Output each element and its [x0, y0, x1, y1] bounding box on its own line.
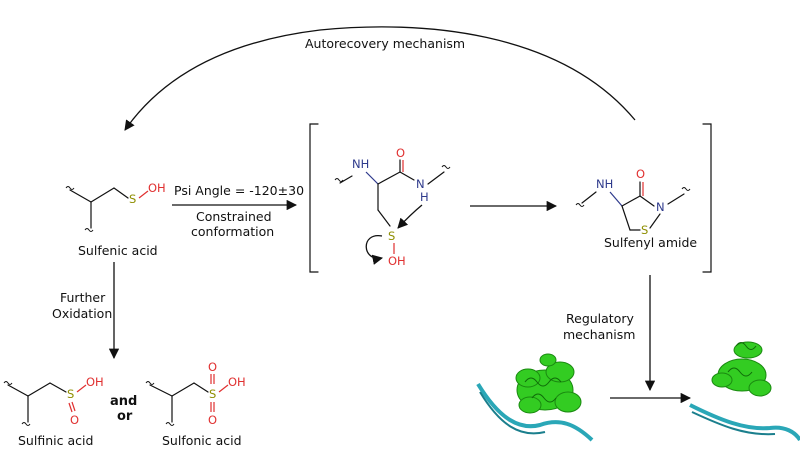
sulfenyl-amide-structure: NH O N S — [575, 167, 691, 237]
further-label: Further — [60, 290, 106, 305]
or-label: or — [117, 409, 133, 424]
svg-text:S: S — [209, 387, 216, 401]
svg-text:O: O — [208, 413, 217, 427]
and-label: and — [110, 394, 137, 409]
protein-dna-bound-image — [476, 353, 594, 442]
conformation-label: conformation — [191, 224, 274, 239]
svg-text:H: H — [420, 190, 429, 204]
svg-text:O: O — [636, 167, 645, 181]
svg-text:O: O — [208, 360, 217, 374]
autorecovery-label: Autorecovery mechanism — [305, 36, 465, 51]
sulfenic-acid-label: Sulfenic acid — [78, 243, 158, 258]
regulatory-label: Regulatory — [566, 311, 634, 326]
svg-text:OH: OH — [388, 254, 406, 268]
nucleophile-arrow — [397, 204, 423, 229]
svg-text:N: N — [416, 177, 425, 191]
svg-text:S: S — [67, 387, 74, 401]
sulfinic-acid-structure: S OH O — [3, 375, 104, 427]
svg-text:NH: NH — [596, 177, 613, 191]
svg-text:O: O — [70, 413, 79, 427]
autorecovery-arrow — [124, 26, 636, 131]
svg-text:N: N — [656, 200, 665, 214]
sulfonic-acid-label: Sulfonic acid — [162, 433, 242, 448]
svg-text:OH: OH — [148, 181, 166, 195]
svg-text:S: S — [388, 229, 395, 243]
sulfonic-acid-structure: S OH O O — [145, 360, 246, 427]
right-bracket — [702, 123, 712, 273]
leaving-arrow — [365, 235, 384, 265]
svg-text:OH: OH — [228, 375, 246, 389]
svg-text:OH: OH — [86, 375, 104, 389]
svg-text:S: S — [641, 223, 648, 237]
svg-text:O: O — [396, 146, 405, 160]
svg-text:S: S — [129, 192, 136, 206]
psi-angle-label: Psi Angle = -120±30 — [174, 183, 304, 198]
protein-dna-released-image — [689, 341, 800, 442]
sulfenyl-amide-label: Sulfenyl amide — [604, 235, 697, 250]
svg-text:NH: NH — [352, 157, 369, 171]
constrained-label: Constrained — [196, 209, 272, 224]
oxidation-label: Oxidation — [52, 306, 112, 321]
intermediate-structure: NH O N H S OH — [334, 146, 451, 268]
mechanism-label: mechanism — [563, 327, 635, 342]
left-bracket — [309, 123, 319, 273]
sulfenic-acid-structure: S OH — [65, 181, 166, 232]
sulfinic-acid-label: Sulfinic acid — [18, 433, 93, 448]
